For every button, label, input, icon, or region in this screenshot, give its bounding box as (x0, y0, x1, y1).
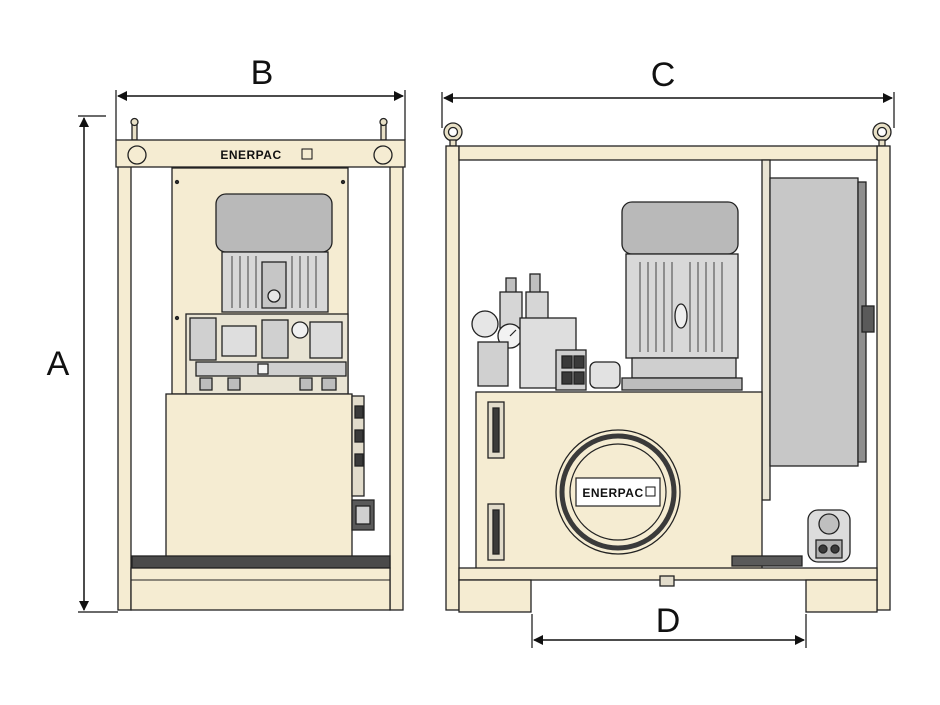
front-lifting-eye-right (379, 117, 388, 141)
side-frame-post-right (876, 145, 891, 611)
front-top-beam (115, 139, 406, 168)
front-base (130, 567, 391, 611)
dimension-d-label: D (656, 602, 681, 640)
side-top-rail (458, 145, 878, 161)
front-lifting-eye-left (130, 117, 139, 141)
dimension-a: A (47, 115, 118, 613)
side-lifting-ring-right (872, 122, 892, 147)
front-beam-hole-left (127, 145, 147, 165)
front-view: ENERPAC (115, 117, 406, 611)
front-motor-cap (215, 193, 333, 253)
side-motor (621, 201, 743, 391)
front-base-tray (131, 555, 391, 569)
dimension-a-label: A (47, 345, 70, 383)
front-frame-post-left (117, 164, 132, 611)
side-tank-cover: ENERPAC (555, 429, 681, 555)
side-drain-plug (659, 575, 675, 587)
side-level-gauge-upper (487, 401, 505, 459)
front-frame-post-right (389, 164, 404, 611)
side-hose-coupler (731, 555, 803, 567)
side-view: ENERPAC (443, 122, 892, 613)
dimension-c: C (441, 56, 895, 128)
front-motor (215, 193, 333, 313)
side-remote-pendant (807, 509, 851, 563)
dimension-b-label: B (251, 54, 274, 92)
side-foot-right (805, 579, 878, 613)
side-enerpac-logo: ENERPAC (582, 486, 643, 500)
side-valve-assembly (471, 273, 621, 391)
front-beam-hole-right (373, 145, 393, 165)
svg-text:ENERPAC: ENERPAC (220, 148, 281, 162)
front-enerpac-logo: ENERPAC (220, 148, 313, 162)
side-oil-cooler (761, 159, 875, 501)
side-lifting-ring-left (443, 122, 463, 147)
dimension-d: D (531, 602, 807, 648)
side-level-gauge-lower (487, 503, 505, 561)
front-side-controls (351, 395, 375, 531)
side-motor-cap (621, 201, 739, 255)
dimension-b: B (115, 54, 406, 140)
front-reservoir-tank (165, 393, 353, 567)
side-foot-left (458, 579, 532, 613)
side-frame-post-left (445, 145, 460, 611)
front-valve-manifold (185, 313, 349, 395)
dimension-c-label: C (651, 56, 676, 94)
